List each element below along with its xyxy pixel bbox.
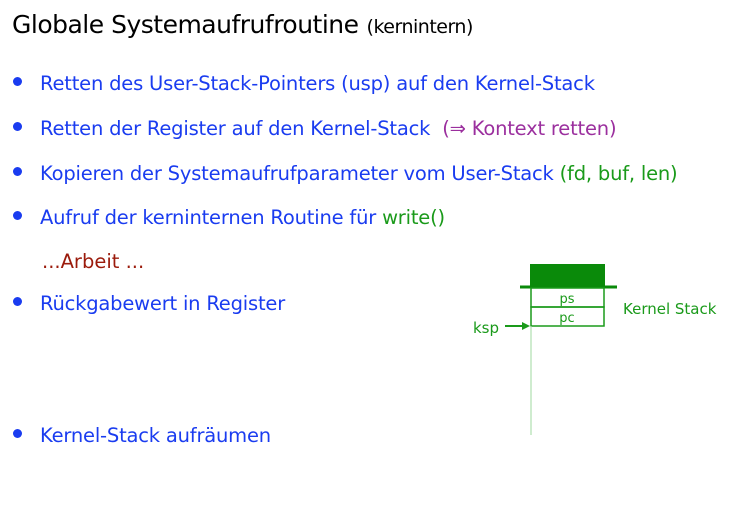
bullet-text: Retten des User-Stack-Pointers (usp) auf… (40, 72, 595, 95)
bullet-icon (13, 429, 22, 438)
cell-label-pc: pc (559, 311, 574, 326)
bullet-text: Retten der Register auf den Kernel-Stack (40, 117, 431, 140)
bullet-icon (13, 211, 22, 220)
bullet-note: (⇒ Kontext retten) (442, 117, 617, 140)
title-subtitle: (kernintern) (366, 16, 474, 38)
bullet-item: Retten des User-Stack-Pointers (usp) auf… (13, 72, 595, 95)
bullet-icon (13, 122, 22, 131)
bullet-text: Aufruf der kerninternen Routine für (40, 206, 377, 229)
bullet-note: (fd, buf, len) (559, 162, 678, 185)
stack-top-block (530, 264, 605, 287)
bullet-text: Rückgabewert in Register (40, 292, 286, 315)
bullet-text: Kernel-Stack aufräumen (40, 424, 271, 447)
ksp-label: ksp (473, 319, 499, 337)
kernel-stack-label: Kernel Stack (623, 300, 717, 318)
cell-label-ps: ps (559, 292, 574, 307)
arrow-right-icon (505, 322, 530, 330)
bullet-text: Kopieren der Systemaufrufparameter vom U… (40, 162, 554, 185)
title-text: Globale Systemaufrufroutine (12, 10, 359, 39)
page-title: Globale Systemaufrufroutine (kernintern) (12, 10, 473, 39)
bullet-item: Aufruf der kerninternen Routine für writ… (13, 206, 445, 229)
stack-cell-pc (530, 306, 605, 327)
bullet-note: write() (382, 206, 445, 229)
bullet-item: Kopieren der Systemaufrufparameter vom U… (13, 162, 678, 185)
work-text: ...Arbeit ... (42, 250, 145, 273)
bullet-icon (13, 297, 22, 306)
bullet-icon (13, 77, 22, 86)
bullet-item: Kernel-Stack aufräumen (13, 424, 271, 447)
bullet-item: Rückgabewert in Register (13, 292, 285, 315)
bullet-icon (13, 167, 22, 176)
bullet-item: Retten der Register auf den Kernel-Stack… (13, 117, 617, 140)
